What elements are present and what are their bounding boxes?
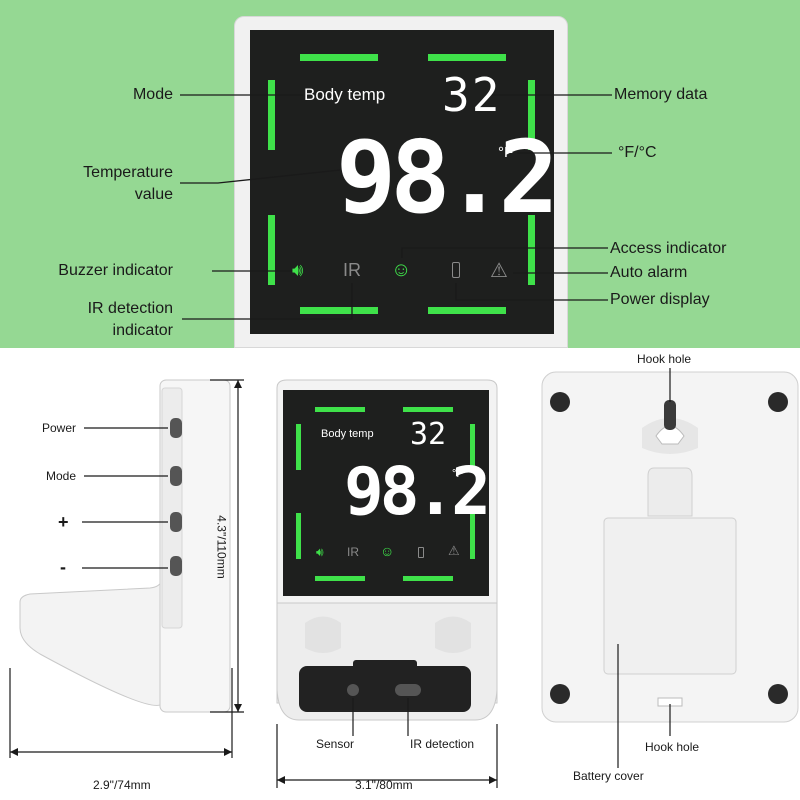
side-view-drawing — [9, 379, 244, 758]
power-button-label: Power — [42, 421, 77, 435]
width-dimension: 3.1"/80mm — [355, 778, 413, 792]
battery-cover-label: Battery cover — [573, 769, 644, 783]
front-battery-icon — [418, 547, 424, 558]
ir-detection-label-line2: indicator — [112, 322, 173, 339]
front-ir-text: IR — [347, 545, 359, 559]
green-frame-bar — [428, 54, 506, 61]
minus-button-label: - — [60, 557, 66, 577]
memory-value: 32 — [442, 68, 502, 122]
ir-text: IR — [343, 260, 361, 280]
green-frame-bar — [300, 307, 378, 314]
ir-detection-label-line1: IR detection — [87, 300, 173, 317]
height-dimension: 4.3"/110mm — [214, 515, 229, 579]
mode-label: Mode — [132, 86, 173, 103]
access-indicator-label: Access indicator — [610, 240, 727, 257]
unit-text: °F — [498, 144, 514, 161]
temperature-label-line2: value — [134, 186, 173, 203]
green-frame-bar — [268, 80, 275, 150]
front-speaker-icon: 🔊︎ — [316, 545, 324, 559]
top-leader-lines — [180, 94, 612, 320]
buzzer-indicator-label: Buzzer indicator — [58, 262, 173, 279]
ir-detection-window-label: IR detection — [410, 737, 475, 751]
unit-toggle-label: °F/°C — [618, 144, 657, 161]
top-display-screen — [250, 30, 554, 334]
hook-hole-bottom-label: Hook hole — [645, 740, 700, 754]
mode-text: Body temp — [304, 85, 386, 104]
warning-icon: ⚠︎ — [490, 260, 508, 282]
front-mode-text: Body temp — [321, 428, 374, 440]
green-frame-bar — [268, 215, 275, 285]
green-frame-bar — [300, 54, 378, 61]
memory-data-label: Memory data — [614, 86, 708, 103]
front-unit-text: °F — [452, 468, 464, 480]
smiley-icon: ☺ — [391, 259, 412, 281]
front-memory-value: 32 — [410, 417, 447, 452]
front-smiley-icon: ☺ — [380, 543, 395, 559]
battery-icon — [452, 262, 460, 278]
mode-button-label: Mode — [46, 469, 77, 483]
power-display-label: Power display — [610, 291, 710, 308]
green-frame-bar — [528, 215, 535, 285]
temperature-value: 98.2 — [336, 119, 559, 236]
sensor-label: Sensor — [316, 737, 355, 751]
front-temperature-value: 98.2 — [344, 453, 491, 530]
depth-dimension: 2.9"/74mm — [93, 778, 151, 792]
hook-hole-top-label: Hook hole — [637, 352, 692, 366]
front-warning-icon: ⚠︎ — [448, 543, 460, 558]
front-view-drawing — [276, 379, 498, 788]
green-frame-bar — [428, 307, 506, 314]
temperature-label-line1: Temperature — [83, 164, 173, 181]
speaker-icon: 🔊︎ — [292, 260, 304, 280]
back-view-drawing — [541, 368, 799, 768]
plus-button-label: + — [58, 512, 69, 532]
green-frame-bar — [528, 80, 535, 150]
auto-alarm-label: Auto alarm — [610, 264, 688, 281]
